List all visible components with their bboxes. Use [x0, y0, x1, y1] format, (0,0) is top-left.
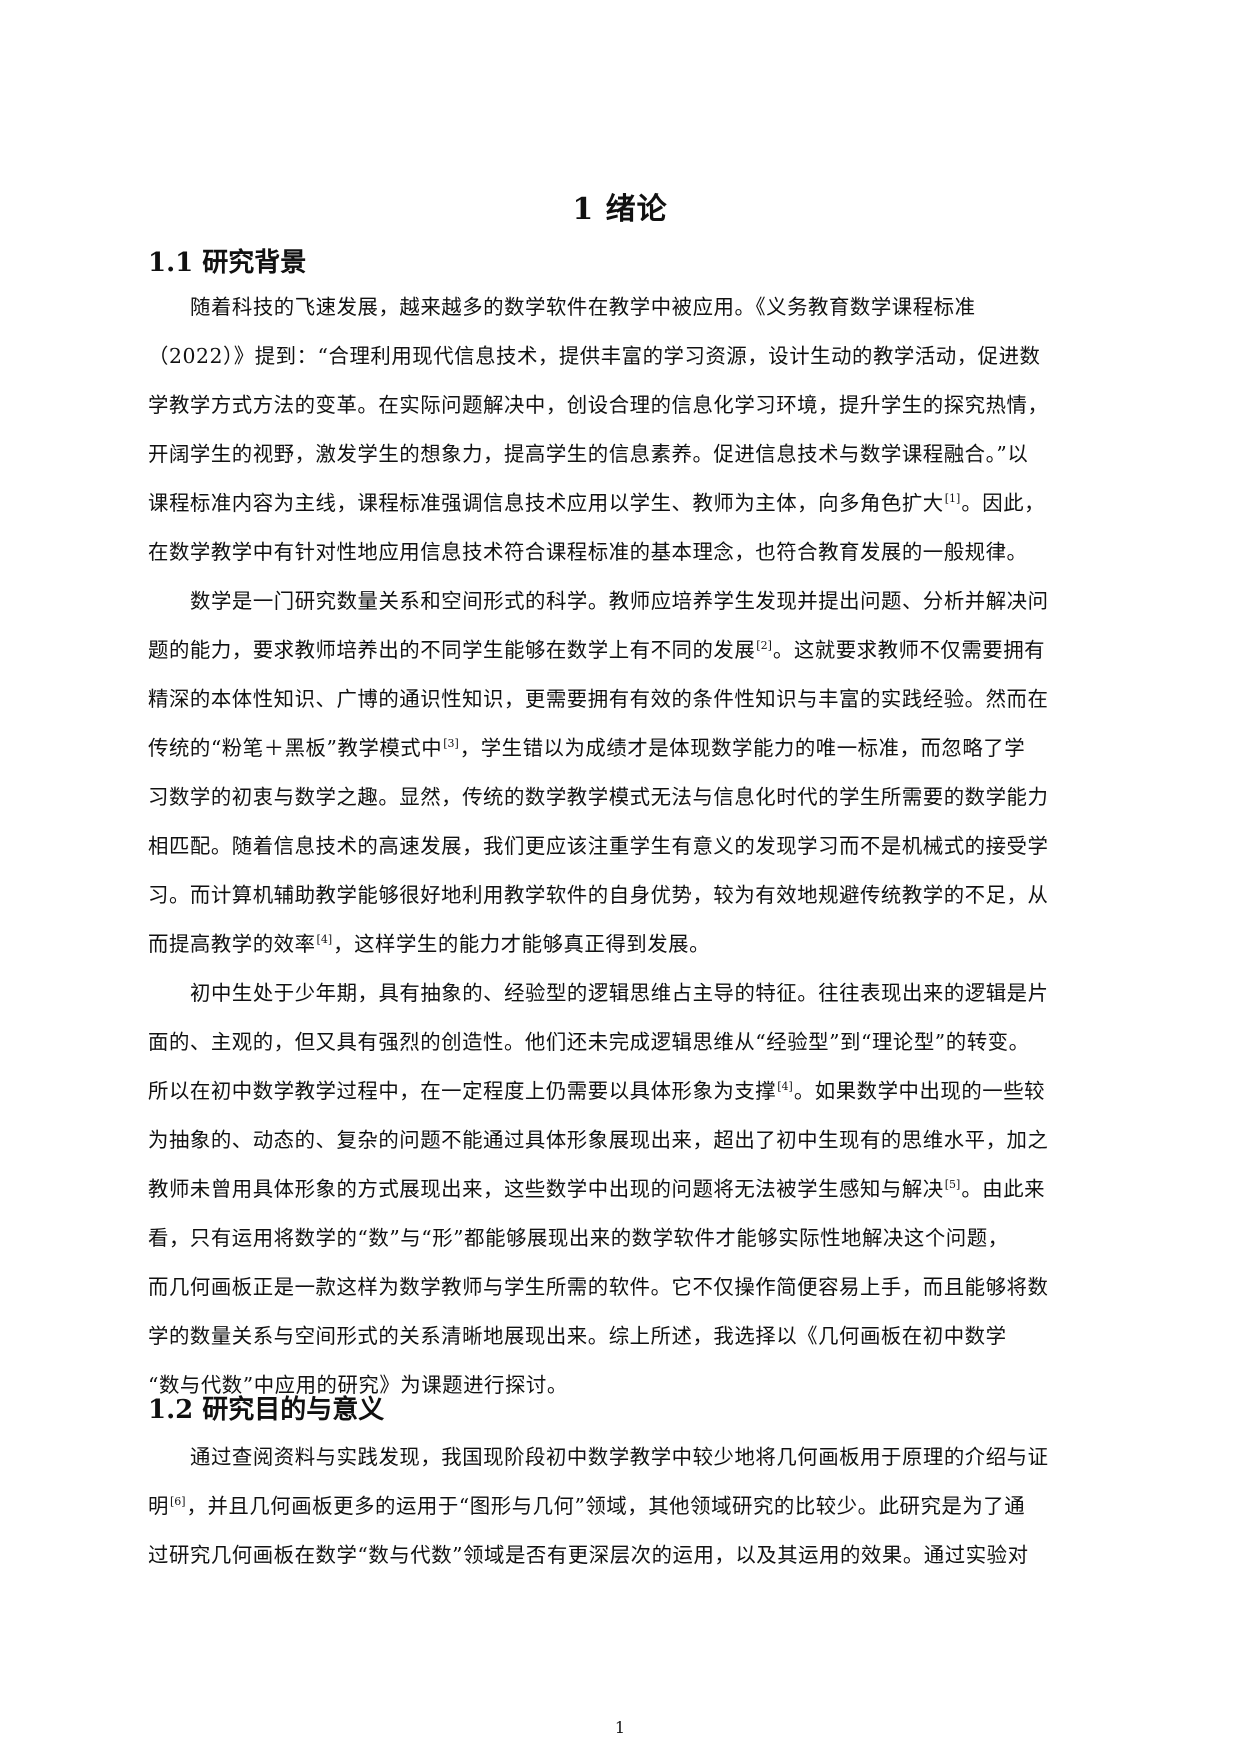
line-text-after-citation: 。如果数学中出现的一些较: [793, 1079, 1046, 1103]
text-line: 习。而计算机辅助教学能够很好地利用教学软件的自身优势，较为有效地规避传统教学的不…: [148, 880, 1092, 910]
text-line: 初中生处于少年期，具有抽象的、经验型的逻辑思维占主导的特征。往往表现出来的逻辑是…: [190, 978, 1092, 1008]
line-text: 为抽象的、动态的、复杂的问题不能通过具体形象展现出来，超出了初中生现有的思维水平…: [148, 1128, 1049, 1152]
section-heading: 1.2 研究目的与意义: [148, 1395, 385, 1425]
line-text-after-citation: ，并且几何画板更多的运用于“图形与几何”领域，其他领域研究的比较少。此研究是为了…: [186, 1494, 1026, 1518]
text-line: 传统的“粉笔＋黑板”教学模式中[3]，学生错以为成绩才是体现数学能力的唯一标准，…: [148, 733, 1092, 763]
text-line: 看，只有运用将数学的“数”与“形”都能够展现出来的数学软件才能够实际性地解决这个…: [148, 1223, 1092, 1253]
line-text: 面的、主观的，但又具有强烈的创造性。他们还未完成逻辑思维从“经验型”到“理论型”…: [148, 1030, 1030, 1054]
line-text: 传统的“粉笔＋黑板”教学模式中: [148, 736, 443, 760]
line-text: 看，只有运用将数学的“数”与“形”都能够展现出来的数学软件才能够实际性地解决这个…: [148, 1226, 1009, 1250]
line-text: 通过查阅资料与实践发现，我国现阶段初中数学教学中较少地将几何画板用于原理的介绍与…: [190, 1445, 1049, 1469]
text-line: 而几何画板正是一款这样为数学教师与学生所需的软件。它不仅操作简便容易上手，而且能…: [148, 1272, 1092, 1302]
text-line: 习数学的初衷与数学之趣。显然，传统的数学教学模式无法与信息化时代的学生所需要的数…: [148, 782, 1092, 812]
citation-reference: [5]: [944, 1178, 961, 1191]
page-number: 1: [614, 1718, 626, 1737]
line-text: 初中生处于少年期，具有抽象的、经验型的逻辑思维占主导的特征。往往表现出来的逻辑是…: [190, 981, 1049, 1005]
text-line: 所以在初中数学教学过程中，在一定程度上仍需要以具体形象为支撑[4]。如果数学中出…: [148, 1076, 1092, 1106]
line-text: 开阔学生的视野，激发学生的想象力，提高学生的信息素养。促进信息技术与数学课程融合…: [148, 442, 1029, 466]
chapter-title: 1 绪论: [572, 192, 668, 228]
text-line: （2022）》提到：“合理利用现代信息技术，提供丰富的学习资源，设计生动的教学活…: [148, 341, 1092, 371]
text-line: 精深的本体性知识、广博的通识性知识，更需要拥有有效的条件性知识与丰富的实践经验。…: [148, 684, 1092, 714]
line-text: 相匹配。随着信息技术的高速发展，我们更应该注重学生有意义的发现学习而不是机械式的…: [148, 834, 1049, 858]
line-text: 而几何画板正是一款这样为数学教师与学生所需的软件。它不仅操作简便容易上手，而且能…: [148, 1275, 1049, 1299]
text-line: 教师未曾用具体形象的方式展现出来，这些数学中出现的问题将无法被学生感知与解决[5…: [148, 1174, 1092, 1204]
line-text: 随着科技的飞速发展，越来越多的数学软件在教学中被应用。《义务教育数学课程标准: [190, 295, 976, 319]
line-text: 而提高教学的效率: [148, 932, 316, 956]
line-text-after-citation: ，学生错以为成绩才是体现数学能力的唯一标准，而忽略了学: [459, 736, 1026, 760]
citation-reference: [4]: [777, 1080, 793, 1093]
line-text: 习。而计算机辅助教学能够很好地利用教学软件的自身优势，较为有效地规避传统教学的不…: [148, 883, 1049, 907]
citation-reference: [4]: [316, 933, 333, 946]
text-line: “数与代数”中应用的研究》为课题进行探讨。: [148, 1370, 1092, 1400]
line-text-after-citation: ，这样学生的能力才能够真正得到发展。: [333, 932, 711, 956]
line-text: 过研究几何画板在数学“数与代数”领域是否有更深层次的运用，以及其运用的效果。通过…: [148, 1543, 1029, 1567]
text-line: 过研究几何画板在数学“数与代数”领域是否有更深层次的运用，以及其运用的效果。通过…: [148, 1540, 1092, 1570]
citation-reference: [2]: [756, 639, 772, 652]
citation-reference: [6]: [169, 1495, 186, 1508]
citation-reference: [3]: [443, 737, 459, 750]
line-text-after-citation: 。因此，: [961, 491, 1046, 515]
text-line: 题的能力，要求教师培养出的不同学生能够在数学上有不同的发展[2]。这就要求教师不…: [148, 635, 1092, 665]
text-line: 开阔学生的视野，激发学生的想象力，提高学生的信息素养。促进信息技术与数学课程融合…: [148, 439, 1092, 469]
text-line: 相匹配。随着信息技术的高速发展，我们更应该注重学生有意义的发现学习而不是机械式的…: [148, 831, 1092, 861]
line-text: 题的能力，要求教师培养出的不同学生能够在数学上有不同的发展: [148, 638, 756, 662]
line-text: 在数学教学中有针对性地应用信息技术符合课程标准的基本理念，也符合教育发展的一般规…: [148, 540, 1028, 564]
text-line: 面的、主观的，但又具有强烈的创造性。他们还未完成逻辑思维从“经验型”到“理论型”…: [148, 1027, 1092, 1057]
line-text: 学的数量关系与空间形式的关系清晰地展现出来。综上所述，我选择以《几何画板在初中数…: [148, 1324, 1007, 1348]
line-text: （2022）》提到：“合理利用现代信息技术，提供丰富的学习资源，设计生动的教学活…: [148, 344, 1041, 368]
line-text-after-citation: 。这就要求教师不仅需要拥有: [772, 638, 1046, 662]
line-text: 数学是一门研究数量关系和空间形式的科学。教师应培养学生发现并提出问题、分析并解决…: [190, 589, 1049, 613]
text-line: 通过查阅资料与实践发现，我国现阶段初中数学教学中较少地将几何画板用于原理的介绍与…: [190, 1442, 1092, 1472]
line-text: 学教学方式方法的变革。在实际问题解决中，创设合理的信息化学习环境，提升学生的探究…: [148, 393, 1049, 417]
text-line: 数学是一门研究数量关系和空间形式的科学。教师应培养学生发现并提出问题、分析并解决…: [190, 586, 1092, 616]
text-line: 随着科技的飞速发展，越来越多的数学软件在教学中被应用。《义务教育数学课程标准: [190, 292, 1092, 322]
text-line: 学的数量关系与空间形式的关系清晰地展现出来。综上所述，我选择以《几何画板在初中数…: [148, 1321, 1092, 1351]
text-line: 为抽象的、动态的、复杂的问题不能通过具体形象展现出来，超出了初中生现有的思维水平…: [148, 1125, 1092, 1155]
line-text: 课程标准内容为主线，课程标准强调信息技术应用以学生、教师为主体，向多角色扩大: [148, 491, 944, 515]
text-line: 在数学教学中有针对性地应用信息技术符合课程标准的基本理念，也符合教育发展的一般规…: [148, 537, 1092, 567]
line-text: 明: [148, 1494, 169, 1518]
text-line: 明[6]，并且几何画板更多的运用于“图形与几何”领域，其他领域研究的比较少。此研…: [148, 1491, 1092, 1521]
line-text: “数与代数”中应用的研究》为课题进行探讨。: [148, 1373, 568, 1397]
line-text-after-citation: 。由此来: [961, 1177, 1046, 1201]
line-text: 所以在初中数学教学过程中，在一定程度上仍需要以具体形象为支撑: [148, 1079, 777, 1103]
text-line: 课程标准内容为主线，课程标准强调信息技术应用以学生、教师为主体，向多角色扩大[1…: [148, 488, 1092, 518]
text-line: 学教学方式方法的变革。在实际问题解决中，创设合理的信息化学习环境，提升学生的探究…: [148, 390, 1092, 420]
line-text: 习数学的初衷与数学之趣。显然，传统的数学教学模式无法与信息化时代的学生所需要的数…: [148, 785, 1049, 809]
citation-reference: [1]: [944, 492, 961, 505]
line-text: 教师未曾用具体形象的方式展现出来，这些数学中出现的问题将无法被学生感知与解决: [148, 1177, 944, 1201]
section-heading: 1.1 研究背景: [148, 248, 307, 278]
text-line: 而提高教学的效率[4]，这样学生的能力才能够真正得到发展。: [148, 929, 1092, 959]
line-text: 精深的本体性知识、广博的通识性知识，更需要拥有有效的条件性知识与丰富的实践经验。…: [148, 687, 1049, 711]
